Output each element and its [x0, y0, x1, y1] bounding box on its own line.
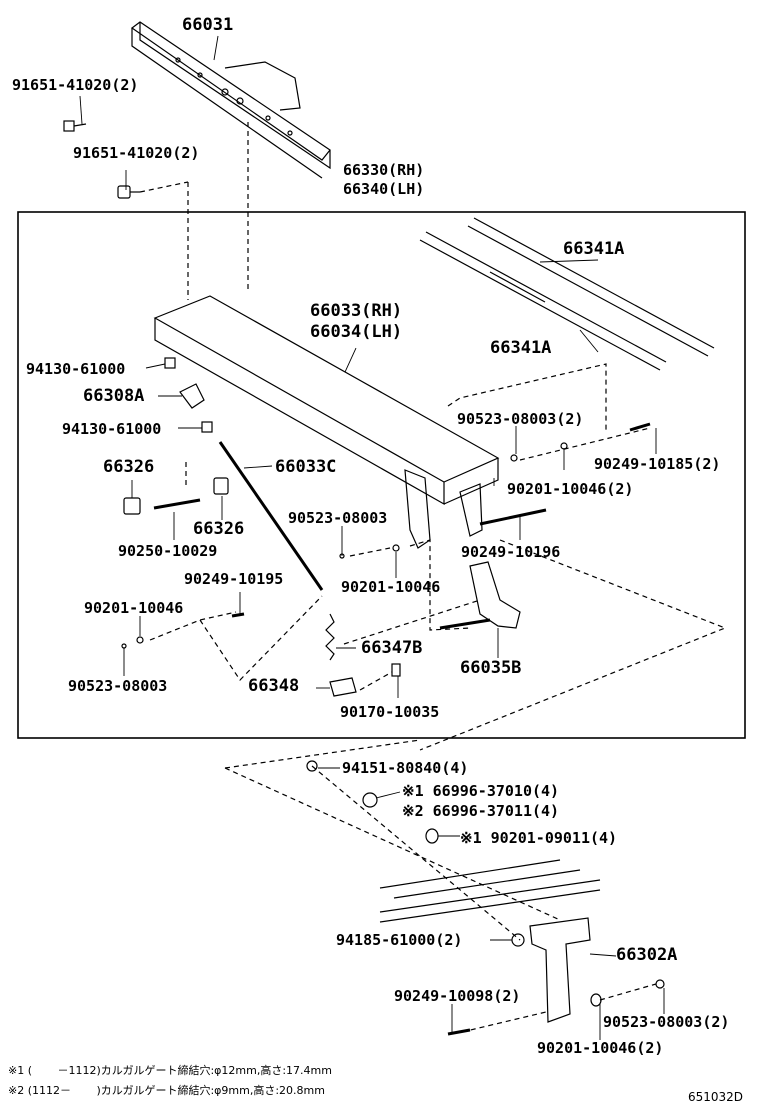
label-91651-41020-a: 91651-41020(2)	[12, 76, 139, 94]
label-66347B: 66347B	[361, 638, 423, 658]
bracket-66302A	[529, 917, 591, 1023]
clip-66308A	[179, 383, 205, 409]
label-90249-10196: 90249-10196	[461, 543, 561, 561]
label-66308A: 66308A	[83, 386, 145, 406]
label-66035B: 66035B	[460, 658, 522, 678]
nut-94130-a	[164, 357, 176, 369]
strut-66341A-a	[419, 231, 667, 371]
footnote-1: ※1 ( －1112)カルガルゲート締結穴:φ12mm,高さ:17.4mm	[8, 1064, 332, 1077]
label-90201-10046-b: 90201-10046	[341, 578, 441, 596]
label-90523-08003-c: 90523-08003	[68, 677, 168, 695]
label-66348: 66348	[248, 676, 300, 696]
label-90249-10195: 90249-10195	[184, 570, 284, 588]
label-66341A-a: 66341A	[563, 239, 625, 259]
leader-lines	[79, 35, 665, 1040]
label-90523-08003-b: 90523-08003	[288, 509, 388, 527]
label-66033C: 66033C	[275, 457, 337, 477]
label-94130-61000-a: 94130-61000	[26, 360, 126, 378]
pin-90250	[153, 498, 201, 510]
label-66034-lh: 66034(LH)	[310, 322, 403, 342]
footnote-2: ※2 (1112－ )カルガルゲート締結穴:φ9mm,高さ:20.8mm	[8, 1084, 325, 1097]
label-94185-61000: 94185-61000(2)	[336, 931, 463, 949]
nut-94130-b	[201, 421, 213, 433]
label-90249-10185: 90249-10185(2)	[594, 455, 721, 473]
label-90201-10046-d: 90201-10046(2)	[537, 1039, 664, 1057]
label-94130-61000-b: 94130-61000	[62, 420, 162, 438]
label-90523-08003-d: 90523-08003(2)	[603, 1013, 730, 1031]
label-66326-a: 66326	[103, 457, 155, 477]
washer-90201-10046-d	[590, 993, 602, 1007]
pin-90170	[391, 663, 401, 677]
bushing-66996	[362, 792, 378, 808]
lever-66035B	[469, 561, 521, 629]
washer-90201-09011	[425, 828, 439, 844]
assembly-frame	[17, 211, 746, 739]
label-66031: 66031	[182, 15, 234, 35]
nut-94185	[511, 933, 525, 947]
assembly-lines	[149, 363, 727, 751]
label-66033-rh: 66033(RH)	[310, 301, 403, 321]
label-90523-08003-2: 90523-08003(2)	[457, 410, 584, 428]
label-66330-rh: 66330(RH)	[343, 161, 425, 179]
label-66996-37010: ※1 66996-37010(4)	[402, 782, 560, 800]
bolt-90249-10098	[447, 1028, 471, 1036]
nut-94151	[306, 760, 318, 772]
label-66996-37011: ※2 66996-37011(4)	[402, 802, 560, 820]
beam-66033	[153, 295, 500, 549]
label-66340-lh: 66340(LH)	[343, 180, 425, 198]
lower-assembly-lines	[224, 739, 657, 1033]
pad-66326-b	[213, 477, 229, 495]
label-90250-10029: 90250-10029	[118, 542, 218, 560]
link-66033C	[218, 441, 324, 591]
label-94151-80840: 94151-80840(4)	[342, 759, 469, 777]
label-90249-10098: 90249-10098(2)	[394, 987, 521, 1005]
label-90201-10046-c: 90201-10046	[84, 599, 184, 617]
label-90170-10035: 90170-10035	[340, 703, 440, 721]
label-66326-b: 66326	[193, 519, 245, 539]
clevis-66348	[329, 677, 357, 697]
tailgate-rails	[379, 859, 601, 923]
nut-91651-b	[117, 185, 140, 199]
label-90201-09011: ※1 90201-09011(4)	[460, 829, 618, 847]
diagram-id: 651032D	[688, 1090, 744, 1104]
label-66302A: 66302A	[616, 945, 678, 965]
spring-66347B	[325, 613, 335, 661]
label-66341A-b: 66341A	[490, 338, 552, 358]
strut-66341A-b	[467, 217, 715, 357]
pad-66326-a	[123, 497, 141, 515]
label-91651-41020-b: 91651-41020(2)	[73, 144, 200, 162]
bracket-66031	[130, 21, 331, 179]
nut-90523-d	[655, 979, 665, 989]
label-90201-10046-2: 90201-10046(2)	[507, 480, 634, 498]
bolt-91651-a	[63, 120, 87, 132]
